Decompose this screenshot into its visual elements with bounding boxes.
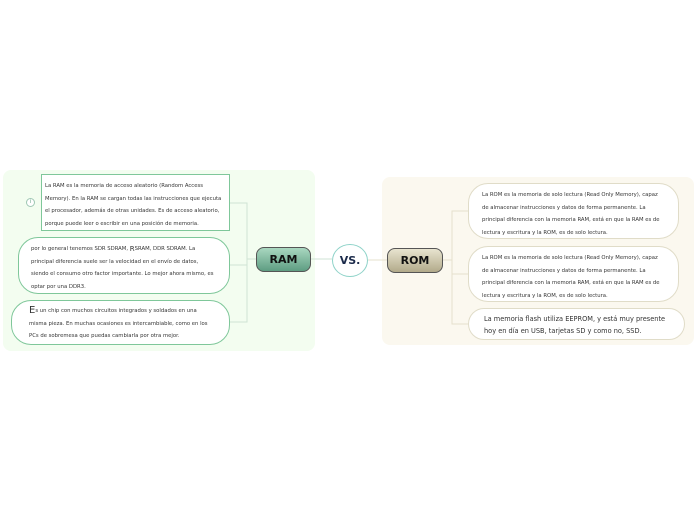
ram-node-chip-dropcap: E	[29, 305, 36, 316]
ram-node-types-text-rest: SRAM, DDR SDRAM. La principal diferencia…	[31, 246, 214, 290]
ram-node-definition[interactable]: La RAM es la memoria de acceso aleatorio…	[41, 174, 230, 231]
rom-node-flash-text: La memoria flash utiliza EEPROM, y está …	[484, 315, 666, 335]
rom-hub-label: ROM	[400, 254, 430, 267]
ram-node-types-text-start: por lo general tenemos SDR SDRAM,	[31, 246, 130, 252]
ram-node-definition-text: La RAM es la memoria de acceso aleatorio…	[45, 183, 222, 227]
connector-rom-3	[451, 260, 468, 325]
rom-node-definition-1-text: La ROM es la memoria de solo lectura (Re…	[482, 192, 660, 236]
ram-node-chip[interactable]: Es un chip con muchos circuitos integrad…	[11, 300, 230, 345]
ram-hub[interactable]: RAM	[256, 247, 311, 272]
ram-hub-label: RAM	[269, 253, 298, 266]
rom-node-flash[interactable]: La memoria flash utiliza EEPROM, y está …	[468, 308, 685, 340]
connector-rom-1	[443, 210, 468, 261]
rom-node-definition-2[interactable]: La ROM es la memoria de solo lectura (Re…	[468, 246, 679, 302]
rom-node-definition-2-text: La ROM es la memoria de solo lectura (Re…	[482, 255, 660, 299]
rom-node-definition-1[interactable]: La ROM es la memoria de solo lectura (Re…	[468, 183, 679, 239]
connector-ram-2	[230, 259, 248, 266]
info-icon[interactable]: i	[26, 198, 35, 207]
connector-rom-2	[451, 260, 468, 275]
ram-node-types-cap: R	[129, 245, 135, 253]
vs-label: VS.	[339, 254, 361, 267]
rom-hub[interactable]: ROM	[387, 248, 443, 273]
ram-node-types[interactable]: por lo general tenemos SDR SDRAM, RSRAM,…	[18, 237, 230, 294]
connector-ram-3	[230, 259, 248, 323]
vs-node[interactable]: VS.	[332, 244, 368, 277]
ram-node-chip-text: s un chip con muchos circuitos integrado…	[29, 308, 208, 339]
connector-ram-1	[230, 202, 256, 260]
